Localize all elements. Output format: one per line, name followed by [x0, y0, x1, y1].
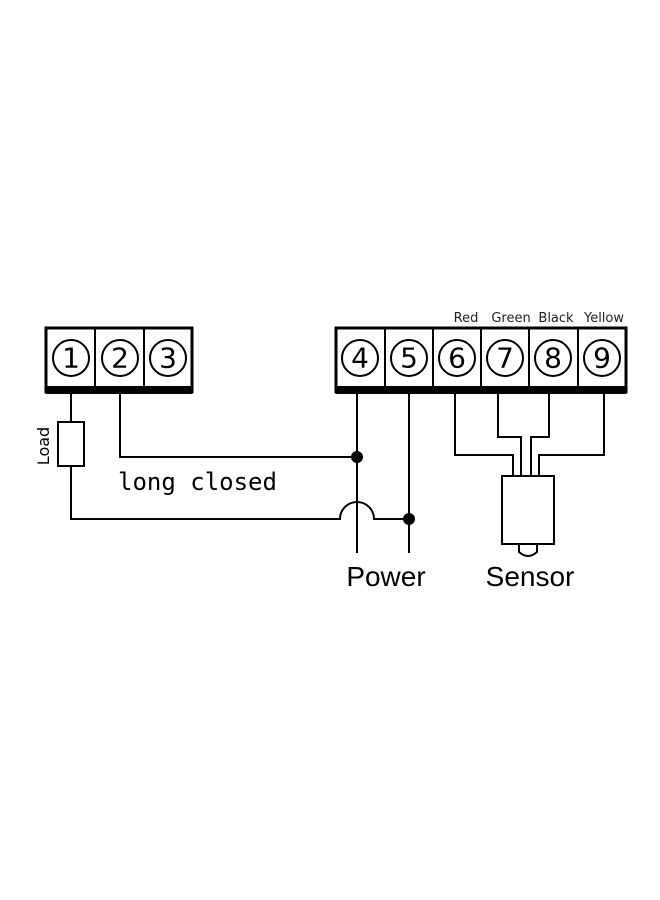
terminal-8: 8: [534, 339, 572, 377]
terminal-6-circle: [438, 339, 476, 377]
terminal-8-circle: [534, 339, 572, 377]
terminal-3-circle: [149, 339, 187, 377]
terminal-7-circle: [486, 339, 524, 377]
terminal-2-circle: [101, 339, 139, 377]
junction-dot-terminal-4: [351, 451, 363, 463]
long-closed-label: long closed: [118, 468, 277, 496]
terminal-5: 5: [390, 339, 428, 377]
right-terminal-block: 4 5 6 7 8 9: [334, 326, 628, 394]
load-label: Load: [34, 427, 53, 465]
terminal-9-number: 9: [593, 342, 611, 375]
terminal-5-circle: [390, 339, 428, 377]
terminal-6-number: 6: [448, 342, 466, 375]
terminal-2-number: 2: [111, 342, 129, 375]
terminal-7-number: 7: [496, 342, 514, 375]
terminal-4: 4: [341, 339, 379, 377]
load-resistor: [57, 421, 85, 467]
terminal-1: 1: [52, 339, 90, 377]
terminal-6: 6: [438, 339, 476, 377]
terminal-5-number: 5: [400, 342, 418, 375]
sensor-label: Sensor: [486, 561, 575, 592]
terminal-1-circle: [52, 339, 90, 377]
load-to-terminal-5-wire: [70, 501, 410, 520]
terminal-4-number: 4: [351, 342, 369, 375]
wire-color-black: Black: [538, 311, 574, 326]
wire-color-red: Red: [454, 311, 479, 326]
sensor-wire-yellow: [538, 393, 605, 477]
sensor-wire-black: [530, 393, 550, 477]
load-component: Load: [34, 393, 85, 520]
terminal-8-number: 8: [544, 342, 562, 375]
wire-color-yellow: Yellow: [583, 311, 624, 326]
left-terminal-block: 1 2 3: [44, 326, 194, 394]
left-block-base: [46, 386, 192, 394]
terminal-2: 2: [101, 339, 139, 377]
sensor-wiring: [454, 393, 605, 477]
terminal-9-circle: [583, 339, 621, 377]
sensor-tip: [518, 543, 538, 557]
terminal-4-circle: [341, 339, 379, 377]
sensor-wire-green: [497, 393, 522, 477]
power-label: Power: [346, 561, 425, 592]
terminal-3: 3: [149, 339, 187, 377]
sensor-body: [501, 475, 555, 545]
terminal-9: 9: [583, 339, 621, 377]
terminal-3-number: 3: [159, 342, 177, 375]
terminal-2-to-4-wire: [119, 393, 358, 458]
terminal-7: 7: [486, 339, 524, 377]
sensor-wire-red: [454, 393, 514, 477]
junction-dot-terminal-5: [403, 513, 415, 525]
sensor-component: [501, 475, 555, 557]
terminal-1-number: 1: [62, 342, 80, 375]
wire-color-green: Green: [491, 311, 530, 326]
